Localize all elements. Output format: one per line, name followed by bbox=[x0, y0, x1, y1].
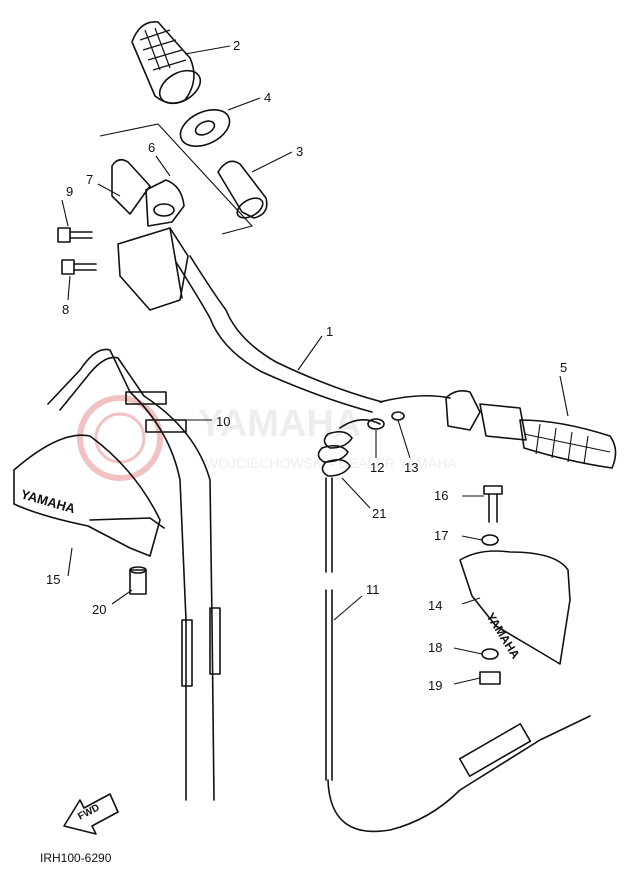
fwd-arrow: FWD bbox=[63, 793, 119, 835]
leader-lines bbox=[61, 45, 569, 685]
lever-holder bbox=[111, 158, 189, 311]
callout-16: 16 bbox=[434, 488, 448, 503]
grip-collar bbox=[179, 109, 231, 147]
callout-3: 3 bbox=[296, 144, 303, 159]
handlebar bbox=[175, 255, 451, 413]
fwd-label: FWD bbox=[76, 802, 101, 822]
callout-17: 17 bbox=[434, 528, 448, 543]
callout-10: 10 bbox=[216, 414, 230, 429]
handguard-right: YAMAHA bbox=[459, 550, 571, 665]
bolt-9 bbox=[57, 227, 93, 243]
handguard-left-logo: YAMAHA bbox=[19, 486, 77, 516]
throttle-tube bbox=[217, 160, 268, 219]
callout-15: 15 bbox=[46, 572, 60, 587]
throttle-cables bbox=[47, 348, 221, 801]
callout-18: 18 bbox=[428, 640, 442, 655]
callout-14: 14 bbox=[428, 598, 442, 613]
callout-4: 4 bbox=[264, 90, 271, 105]
bolt-16 bbox=[483, 485, 503, 523]
callout-21: 21 bbox=[372, 506, 386, 521]
washer-18 bbox=[481, 648, 499, 660]
clutch-cable bbox=[325, 477, 591, 833]
dealer-watermark: YAMAHA WOJCIECHOWSKI - DEALER YAMAHA bbox=[77, 395, 457, 481]
nut-19 bbox=[479, 671, 501, 685]
grip-left bbox=[131, 21, 202, 105]
callout-12: 12 bbox=[370, 460, 384, 475]
callout-9: 9 bbox=[66, 184, 73, 199]
spacer bbox=[129, 566, 147, 595]
callout-7: 7 bbox=[86, 172, 93, 187]
watermark-brand: YAMAHA bbox=[198, 403, 361, 445]
callout-2: 2 bbox=[233, 38, 240, 53]
watermark-logo-inner bbox=[94, 412, 146, 464]
watermark-logo-ring bbox=[77, 395, 163, 481]
callout-6: 6 bbox=[148, 140, 155, 155]
handguard-right-logo: YAMAHA bbox=[483, 610, 522, 661]
callout-11: 11 bbox=[366, 582, 380, 597]
callout-8: 8 bbox=[62, 302, 69, 317]
callout-numbers: 2 4 3 6 7 9 8 1 5 10 12 13 21 11 14 15 2… bbox=[46, 38, 567, 693]
washer-17 bbox=[481, 534, 499, 546]
callout-13: 13 bbox=[404, 460, 418, 475]
cable-protector bbox=[317, 419, 381, 477]
watermark-tagline: WOJCIECHOWSKI - DEALER YAMAHA bbox=[205, 455, 457, 471]
grip-right bbox=[445, 390, 617, 469]
assembly-bracket bbox=[99, 123, 254, 235]
diagram-code: IRH100-6290 bbox=[40, 851, 112, 865]
callout-1: 1 bbox=[326, 324, 333, 339]
callout-20: 20 bbox=[92, 602, 106, 617]
callout-19: 19 bbox=[428, 678, 442, 693]
handguard-left: YAMAHA bbox=[13, 434, 165, 557]
bolt-8 bbox=[61, 259, 97, 275]
callout-5: 5 bbox=[560, 360, 567, 375]
